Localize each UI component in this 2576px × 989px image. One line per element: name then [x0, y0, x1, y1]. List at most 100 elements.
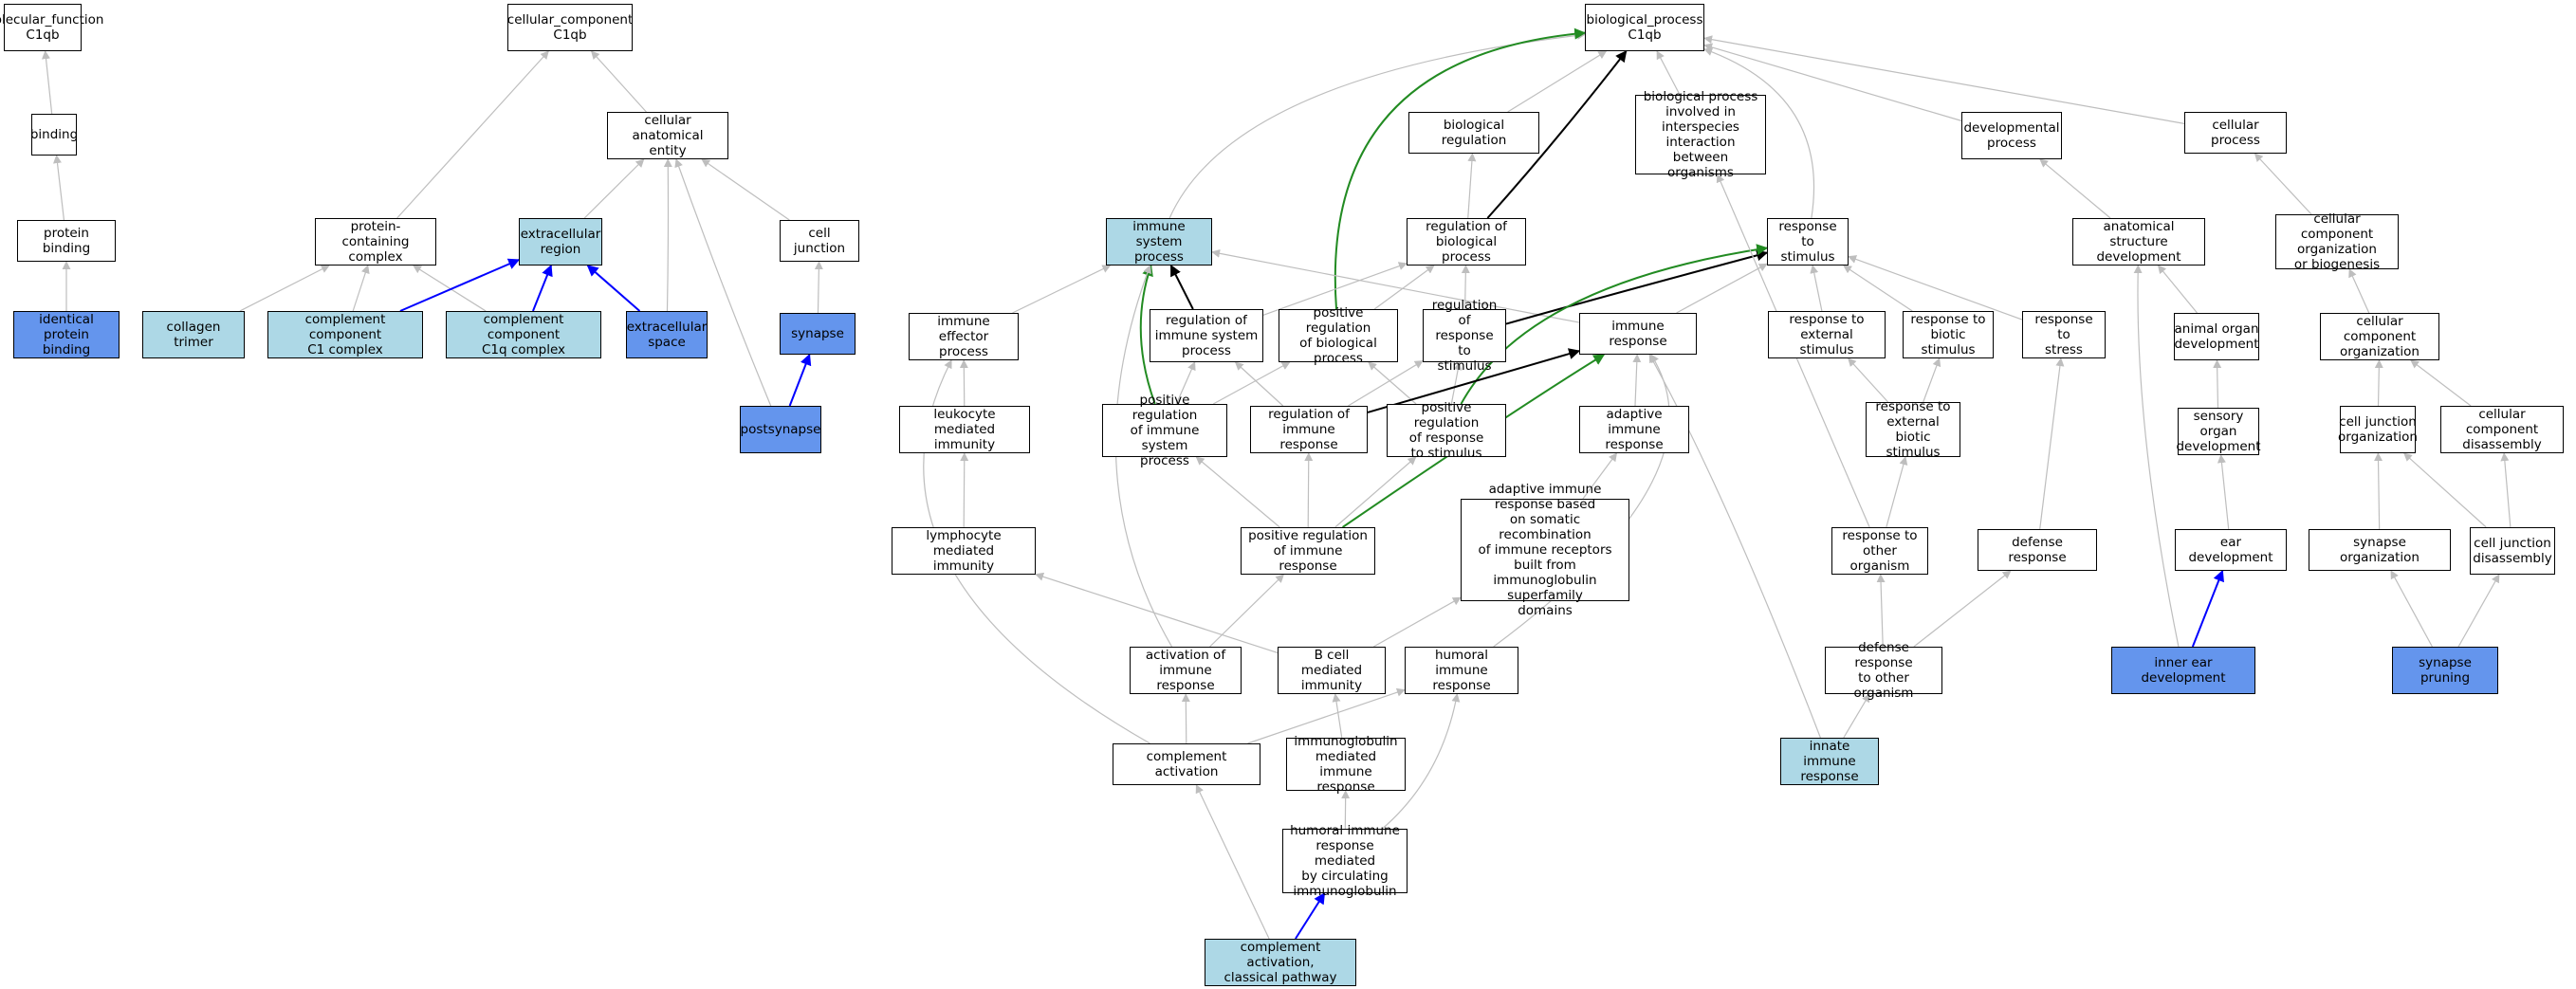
go-term-cj-disassembly[interactable]: cell junction disassembly [2470, 527, 2555, 575]
edge-cell-junction-to-cae [701, 158, 790, 221]
go-term-humoral-ir[interactable]: humoral immune response [1405, 647, 1518, 694]
go-term-humoral-circ-ig[interactable]: humoral immune response mediated by circ… [1282, 823, 1408, 899]
edge-pos-reg-isp-to-reg-isp [1175, 361, 1196, 405]
go-term-innate-ir[interactable]: innate immune response [1780, 738, 1879, 785]
edge-immune-response-to-immune-system-process [1211, 248, 1580, 323]
go-term-immune-effector[interactable]: immune effector process [909, 313, 1019, 360]
go-term-adaptive-ir[interactable]: adaptive immune response [1579, 406, 1689, 453]
edge-binding-to-mf [42, 50, 53, 115]
go-term-cae[interactable]: cellular anatomical entity [607, 112, 728, 159]
go-term-identical-protein-binding[interactable]: identical protein binding [13, 311, 120, 358]
edge-resp-ext-biotic-to-resp-biotic [1923, 357, 1941, 403]
edge-asd-to-dev-process [2039, 158, 2111, 219]
go-term-leuko-immunity[interactable]: leukocyte mediated immunity [899, 406, 1030, 453]
go-term-reg-immune-resp[interactable]: regulation of immune response [1250, 406, 1368, 453]
edge-pos-reg-resp-stim-to-resp-stimulus [1460, 244, 1769, 405]
go-term-bp[interactable]: biological_process C1qb [1585, 4, 1704, 51]
edge-reg-immune-resp-to-immune-response [1367, 348, 1581, 413]
go-term-ccob[interactable]: cellular component organization or bioge… [2275, 211, 2399, 272]
edge-cc-disassembly-to-cco [2410, 359, 2472, 407]
go-term-synapse-org[interactable]: synapse organization [2309, 529, 2451, 571]
go-term-synapse[interactable]: synapse [780, 313, 856, 355]
edge-innate-ir-to-immune-response [1648, 354, 1821, 739]
edge-collagen-trimer-to-pcc [239, 265, 330, 312]
go-term-binding[interactable]: binding [30, 114, 78, 156]
edge-inner-ear-dev-to-asd [2133, 265, 2180, 648]
edge-defense-resp-to-resp-stress [2039, 357, 2065, 530]
go-term-complement-classical[interactable]: complement activation, classical pathway [1205, 939, 1356, 986]
edge-ig-mediated-to-bcell-immunity [1332, 693, 1343, 739]
go-term-mf[interactable]: molecular_function C1qb [0, 4, 103, 51]
edge-lympho-immunity-to-leuko-immunity [960, 452, 969, 528]
go-term-resp-biotic[interactable]: response to biotic stimulus [1903, 311, 1994, 358]
go-term-animal-organ-dev[interactable]: animal organ development [2174, 313, 2259, 360]
edge-bcell-immunity-to-lympho-immunity [1035, 572, 1279, 654]
go-term-c1-complex[interactable]: complement component C1 complex [267, 311, 423, 358]
go-term-lympho-immunity[interactable]: lymphocyte mediated immunity [892, 527, 1036, 575]
go-term-dev-process[interactable]: developmental process [1961, 112, 2062, 159]
go-term-cco[interactable]: cellular component organization [2320, 313, 2439, 360]
go-term-reg-bp[interactable]: regulation of biological process [1407, 218, 1526, 266]
edge-complement-activation-to-humoral-ir [1247, 687, 1406, 744]
edge-dev-process-to-bp [1703, 43, 1962, 121]
go-term-cell-process[interactable]: cellular process [2184, 112, 2287, 154]
go-term-resp-stress[interactable]: response to stress [2022, 311, 2106, 358]
edge-c1q-complex-to-pcc [413, 265, 487, 312]
go-term-bio-reg[interactable]: biological regulation [1408, 112, 1539, 154]
go-term-bp-interspecies[interactable]: biological process involved in interspec… [1635, 89, 1766, 180]
edge-defense-other-org-to-defense-resp [1913, 570, 2012, 648]
edge-sensory-organ-dev-to-animal-organ-dev [2213, 359, 2222, 409]
go-term-pos-reg-ir[interactable]: positive regulation of immune response [1241, 527, 1375, 575]
go-term-extracellular-space[interactable]: extracellular space [626, 311, 708, 358]
edge-cj-disassembly-to-cj-org [2403, 452, 2487, 528]
edge-innate-ir-to-defense-other-org [1843, 693, 1870, 739]
go-term-defense-other-org[interactable]: defense response to other organism [1825, 640, 1942, 701]
go-term-synapse-pruning[interactable]: synapse pruning [2392, 647, 2498, 694]
go-term-defense-resp[interactable]: defense response [1978, 529, 2097, 571]
go-term-pos-reg-resp-stim[interactable]: positive regulation of response to stimu… [1387, 400, 1506, 461]
go-term-ig-mediated[interactable]: immunoglobulin mediated immune response [1286, 734, 1406, 795]
go-term-pos-reg-bp[interactable]: positive regulation of biological proces… [1279, 305, 1398, 366]
edge-cell-process-to-bp [1703, 35, 2185, 124]
go-term-protein-binding[interactable]: protein binding [17, 220, 116, 262]
edge-resp-biotic-to-resp-stimulus [1843, 265, 1913, 312]
go-term-extracellular-region[interactable]: extracellular region [519, 218, 602, 266]
go-term-asd[interactable]: anatomical structure development [2072, 218, 2205, 266]
go-term-sensory-organ-dev[interactable]: sensory organ development [2176, 408, 2261, 455]
go-term-inner-ear-dev[interactable]: inner ear development [2111, 647, 2255, 694]
go-term-activation-ir[interactable]: activation of immune response [1130, 647, 1242, 694]
go-term-resp-other-org[interactable]: response to other organism [1831, 527, 1928, 575]
edge-immune-effector-to-immune-system-process [1012, 265, 1112, 314]
edge-ccob-to-cell-process [2254, 153, 2312, 215]
go-term-pos-reg-isp[interactable]: positive regulation of immune system pro… [1102, 393, 1227, 468]
edge-pos-reg-bp-to-reg-bp [1373, 265, 1435, 310]
go-term-immune-system-process[interactable]: immune system process [1106, 218, 1212, 266]
go-term-cj-org[interactable]: cell junction organization [2338, 406, 2418, 453]
edge-bp-interspecies-to-bp [1656, 50, 1681, 96]
go-term-c1q-complex[interactable]: complement component C1q complex [446, 311, 601, 358]
edge-resp-other-org-to-resp-ext-biotic [1886, 456, 1908, 528]
go-term-cell-junction[interactable]: cell junction [780, 220, 859, 262]
go-term-cc[interactable]: cellular_component C1qb [507, 4, 633, 51]
go-term-resp-ext-biotic[interactable]: response to external biotic stimulus [1866, 399, 1960, 460]
go-term-cc-disassembly[interactable]: cellular component disassembly [2440, 406, 2564, 453]
go-term-immune-response[interactable]: immune response [1579, 313, 1697, 355]
go-term-postsynapse[interactable]: postsynapse [740, 406, 821, 453]
go-term-ear-dev[interactable]: ear development [2175, 529, 2287, 571]
go-term-resp-ext-stim[interactable]: response to external stimulus [1768, 311, 1886, 358]
edge-pos-reg-bp-to-bp [1334, 27, 1587, 310]
go-term-reg-resp-stim[interactable]: regulation of response to stimulus [1423, 298, 1506, 374]
edge-reg-bp-to-bp [1486, 50, 1628, 219]
go-term-collagen-trimer[interactable]: collagen trimer [142, 311, 245, 358]
edge-cj-org-to-cco [2374, 359, 2383, 407]
edge-pos-reg-ir-to-reg-immune-resp [1304, 452, 1314, 528]
edge-synapse-pruning-to-cj-disassembly [2457, 574, 2500, 648]
edge-activation-ir-to-pos-reg-ir [1209, 574, 1285, 648]
go-term-reg-isp[interactable]: regulation of immune system process [1150, 309, 1263, 362]
go-term-bcell-immunity[interactable]: B cell mediated immunity [1278, 647, 1386, 694]
go-term-complement-activation[interactable]: complement activation [1113, 743, 1260, 785]
go-term-pcc[interactable]: protein-containing complex [315, 218, 436, 266]
go-term-adaptive-somatic[interactable]: adaptive immune response based on somati… [1461, 482, 1629, 618]
go-term-resp-stimulus[interactable]: response to stimulus [1767, 218, 1849, 266]
